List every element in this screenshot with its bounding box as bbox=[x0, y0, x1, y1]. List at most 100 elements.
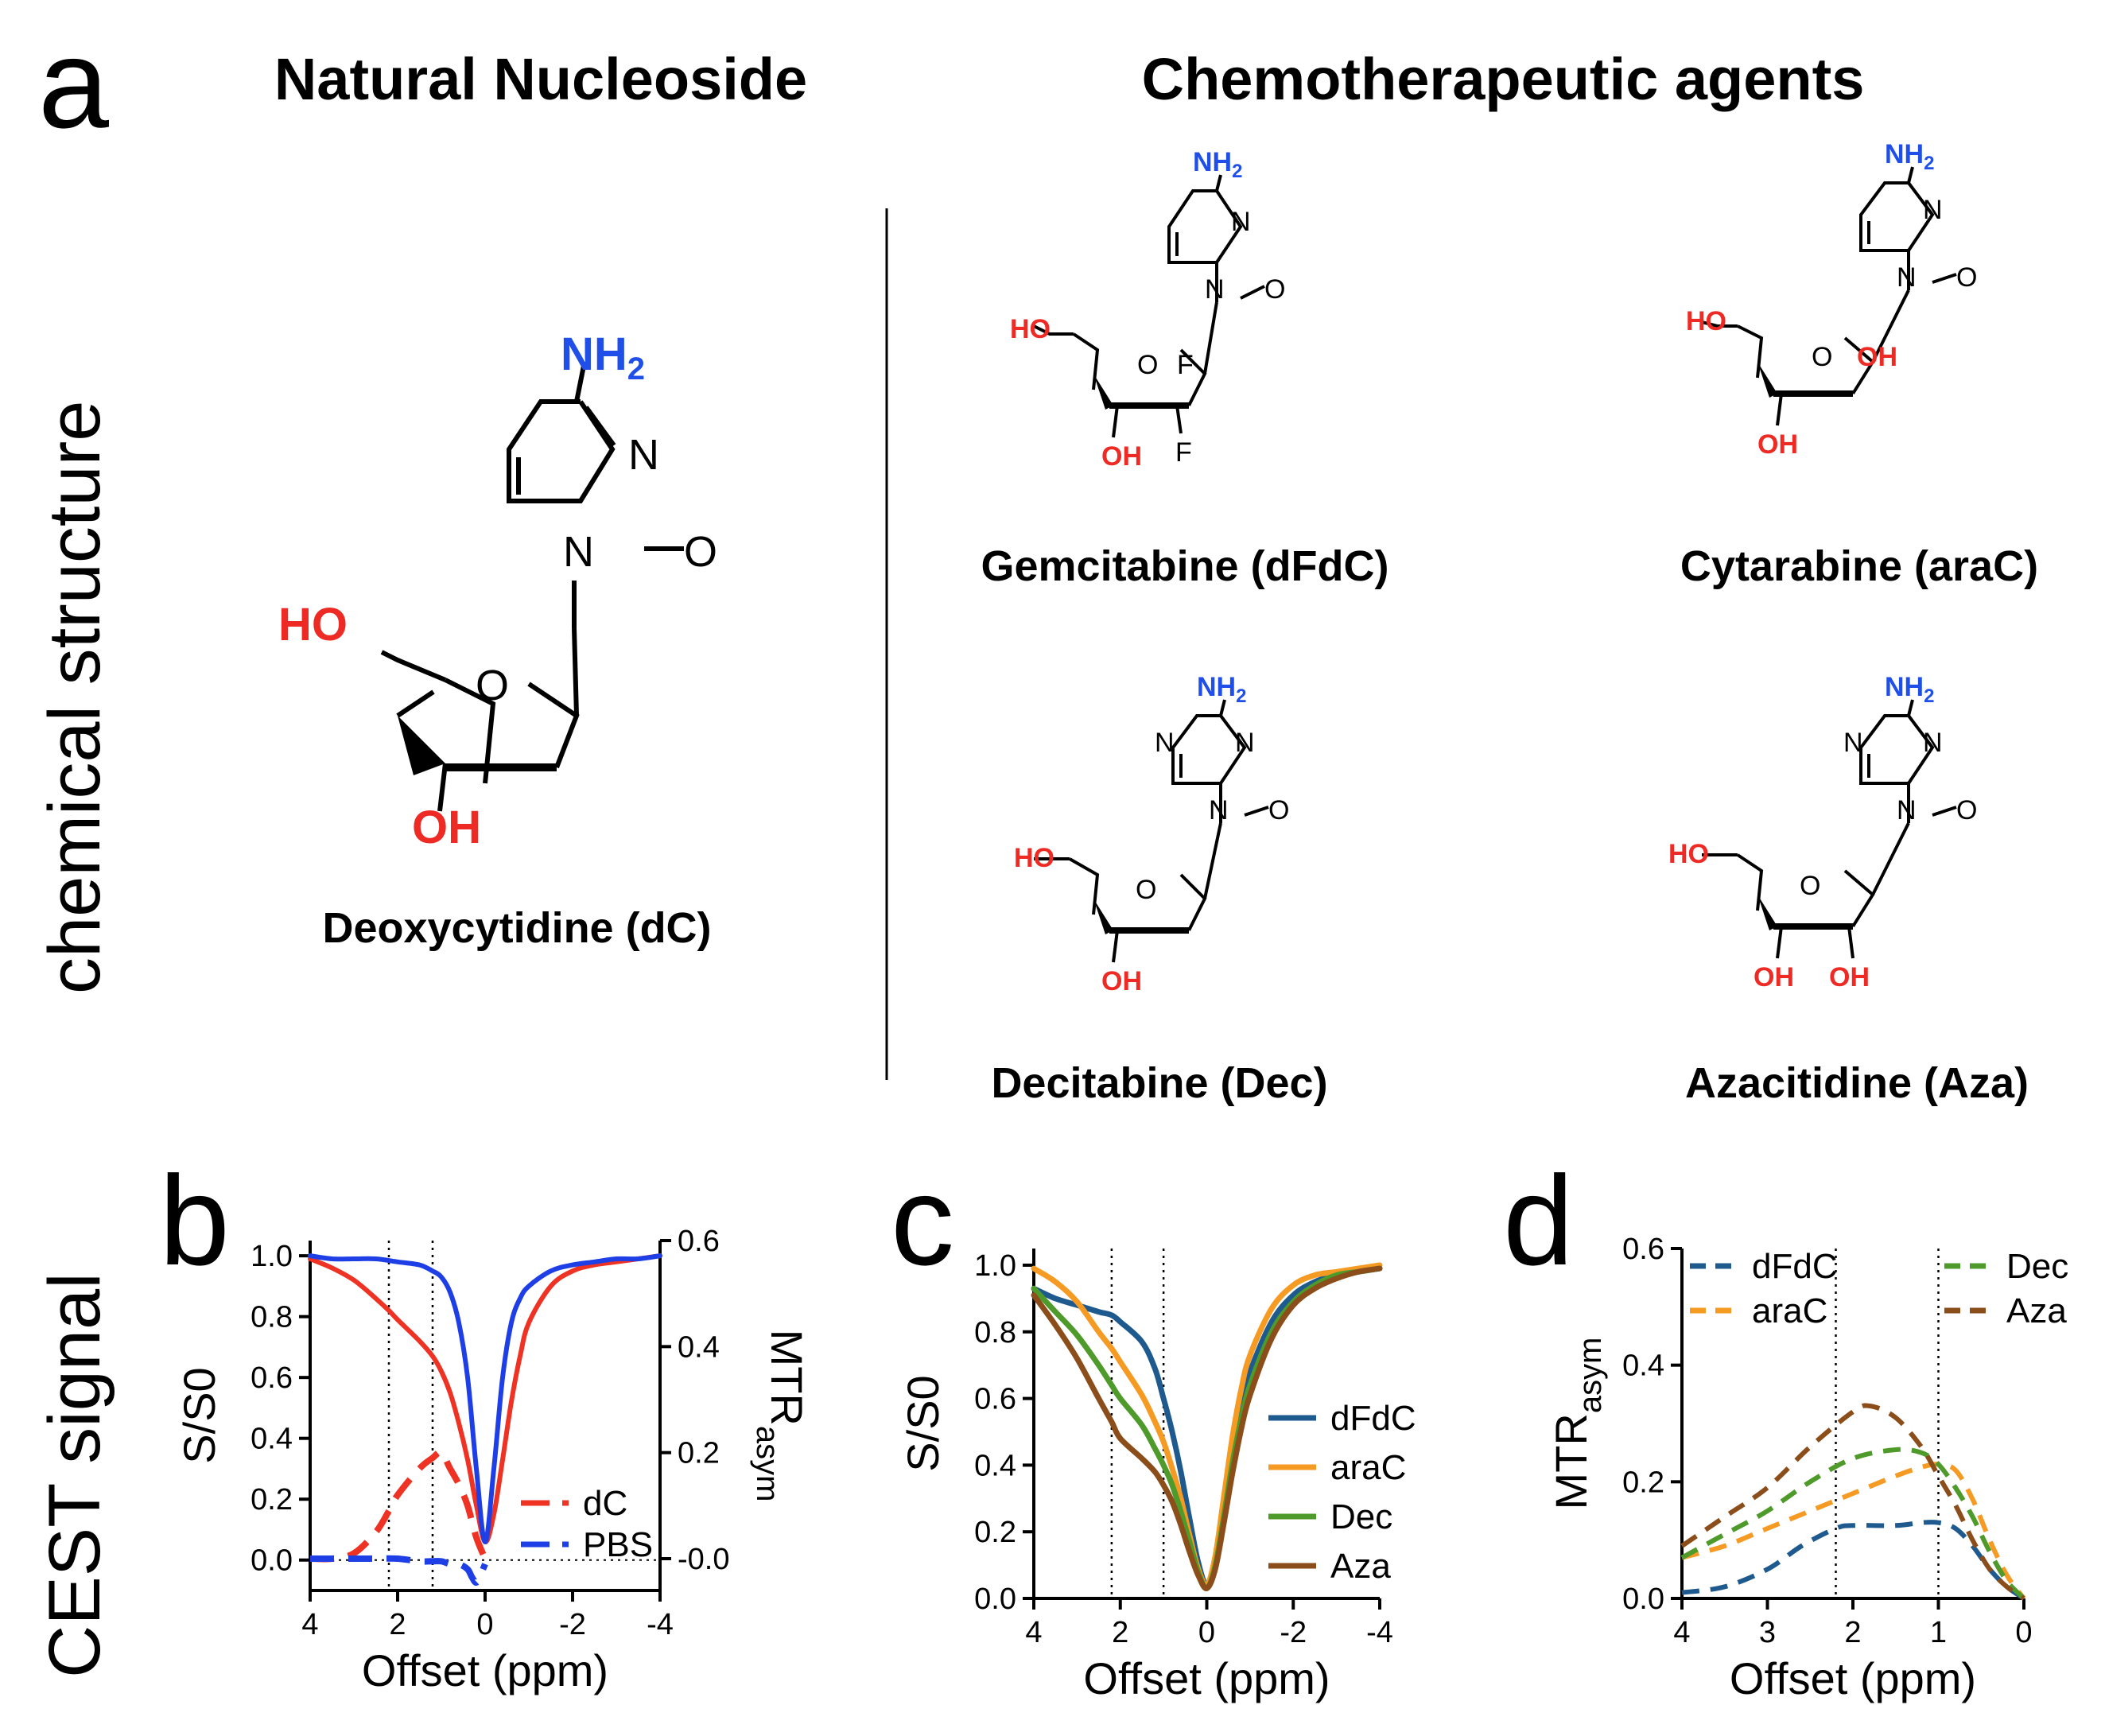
y-tick-label: 0.0 bbox=[974, 1583, 1016, 1616]
x-axis-label: Offset (ppm) bbox=[362, 1645, 608, 1695]
header-natural-nucleoside: Natural Nucleoside bbox=[274, 46, 807, 112]
header-chemotherapeutic-agents: Chemotherapeutic agents bbox=[1142, 46, 1865, 112]
y-tick-label: 0.4 bbox=[974, 1449, 1016, 1482]
Aza-oh1: OH bbox=[1754, 962, 1794, 992]
structure-Aza-labels: NH2 N N N O O HO OH OH bbox=[1668, 672, 1977, 992]
legend-label-PBS: PBS bbox=[583, 1525, 653, 1564]
dFdC-n2: N bbox=[1205, 274, 1225, 305]
series-line-araC bbox=[1681, 1462, 2026, 1600]
series-line-Aza bbox=[1680, 1403, 2025, 1601]
Dec-o2: O bbox=[1136, 875, 1156, 905]
molecule-name-dFdC: Gemcitabine (dFdC) bbox=[981, 542, 1388, 590]
y2-axis-label: MTRasym bbox=[750, 1330, 812, 1502]
Aza-n2: N bbox=[1897, 795, 1917, 825]
x-tick-label: -4 bbox=[647, 1608, 674, 1641]
x-tick-label: 2 bbox=[1844, 1616, 1861, 1649]
legend-label-Aza: Aza bbox=[2006, 1291, 2067, 1330]
row-label-cest-signal: CEST signal bbox=[34, 1272, 115, 1678]
y-tick-label: 0.6 bbox=[251, 1361, 293, 1395]
legend-label-araC: araC bbox=[1330, 1448, 1406, 1487]
molecule-name-Dec: Decitabine (Dec) bbox=[991, 1059, 1327, 1107]
y-tick-label: 0.0 bbox=[1622, 1583, 1664, 1616]
x-tick-label: 0 bbox=[2015, 1616, 2032, 1649]
series-line-dC-mtr bbox=[309, 1449, 488, 1563]
araC-ho: HO bbox=[1686, 306, 1726, 336]
x-tick-label: 2 bbox=[389, 1608, 406, 1641]
x-axis-label: Offset (ppm) bbox=[1083, 1653, 1330, 1703]
y-tick-label: 0.4 bbox=[1622, 1350, 1664, 1383]
y2-axis-label-sub: asym bbox=[750, 1426, 785, 1502]
Dec-n1: N bbox=[1235, 728, 1255, 758]
y-tick-label: 0.6 bbox=[1622, 1233, 1664, 1266]
y-tick-label: 0.2 bbox=[1622, 1466, 1664, 1499]
dFdC-n1: N bbox=[1231, 207, 1251, 237]
dFdC-o1: O bbox=[1264, 274, 1285, 305]
x-tick-label: 4 bbox=[1673, 1616, 1690, 1649]
molecule-name-dC: Deoxycytidine (dC) bbox=[322, 904, 711, 952]
panel-letter-c: c bbox=[891, 1149, 954, 1291]
Aza-o2: O bbox=[1800, 871, 1820, 901]
structure-dFdC bbox=[1033, 174, 1265, 438]
y-axis-label-sub: asym bbox=[1573, 1338, 1608, 1414]
molecule-name-araC: Cytarabine (araC) bbox=[1680, 542, 2038, 590]
legend-label-dFdC: dFdC bbox=[1330, 1399, 1416, 1438]
x-tick-label: -2 bbox=[1280, 1616, 1307, 1649]
Aza-n1: N bbox=[1923, 728, 1943, 758]
Aza-oh2: OH bbox=[1829, 962, 1870, 992]
Aza-n3: N bbox=[1843, 728, 1863, 758]
y-tick-label: 1.0 bbox=[251, 1240, 293, 1273]
y-tick-label: 0.8 bbox=[974, 1316, 1016, 1350]
molecule-name-Aza: Azacitidine (Aza) bbox=[1685, 1059, 2029, 1107]
dFdC-o2: O bbox=[1137, 350, 1158, 380]
Dec-n2: N bbox=[1209, 795, 1229, 825]
panel-letter-d: d bbox=[1503, 1149, 1574, 1291]
Aza-ho: HO bbox=[1668, 839, 1709, 869]
y2-tick-label: -0.0 bbox=[678, 1543, 729, 1576]
panel-letter-b: b bbox=[159, 1149, 230, 1291]
y2-tick-label: 0.6 bbox=[678, 1225, 720, 1258]
legend-label-araC: araC bbox=[1752, 1291, 1827, 1330]
y2-tick-label: 0.2 bbox=[678, 1437, 720, 1470]
series-line-Aza bbox=[1031, 1265, 1383, 1591]
structure-Dec-labels: NH2 N N N O O HO OH bbox=[1014, 672, 1289, 996]
legend-label-Dec: Dec bbox=[2006, 1247, 2068, 1286]
y-tick-label: 0.2 bbox=[251, 1483, 293, 1517]
structure-araC-labels: NH2 N N O O HO OH OH bbox=[1686, 139, 1977, 460]
dFdC-oh: OH bbox=[1101, 441, 1142, 472]
araC-oh2: OH bbox=[1757, 429, 1798, 460]
legend-label-dC: dC bbox=[583, 1484, 627, 1523]
Aza-o1: O bbox=[1956, 795, 1977, 825]
x-axis-label: Offset (ppm) bbox=[1730, 1653, 1976, 1703]
dFdC-f2: F bbox=[1175, 437, 1192, 468]
dC-nh2: NH2 bbox=[561, 328, 645, 386]
row-label-chemical-structure: chemical structure bbox=[34, 401, 115, 994]
series-line-PBS-mtr bbox=[310, 1555, 488, 1586]
dFdC-f1: F bbox=[1177, 350, 1194, 380]
y-tick-label: 0.6 bbox=[974, 1383, 1016, 1416]
structure-dC bbox=[380, 361, 684, 812]
y-axis-label: S/S0 bbox=[174, 1367, 224, 1463]
panel-letter-a: a bbox=[38, 12, 109, 154]
x-tick-label: -4 bbox=[1366, 1616, 1393, 1649]
Aza-nh2: NH2 bbox=[1885, 672, 1934, 707]
structure-dC-labels: NH2 N N O O HO OH bbox=[278, 328, 717, 853]
araC-o2: O bbox=[1812, 342, 1832, 372]
structure-dFdC-labels: NH2 N N O O F F HO OH bbox=[1010, 147, 1285, 472]
x-tick-label: 0 bbox=[476, 1608, 493, 1641]
y-tick-label: 0.8 bbox=[251, 1301, 293, 1334]
series-line-araC bbox=[1031, 1262, 1383, 1589]
x-tick-label: 4 bbox=[1025, 1616, 1042, 1649]
y-tick-label: 0.2 bbox=[974, 1516, 1016, 1549]
legend-label-Aza: Aza bbox=[1330, 1547, 1391, 1586]
x-tick-label: 3 bbox=[1759, 1616, 1776, 1649]
dFdC-ho: HO bbox=[1010, 314, 1051, 344]
dC-n1: N bbox=[628, 431, 659, 479]
Dec-ho: HO bbox=[1014, 843, 1054, 873]
dC-n2: N bbox=[563, 528, 594, 576]
araC-oh1: OH bbox=[1857, 342, 1897, 372]
x-tick-label: 2 bbox=[1112, 1616, 1128, 1649]
series-line-PBS bbox=[308, 1253, 662, 1544]
